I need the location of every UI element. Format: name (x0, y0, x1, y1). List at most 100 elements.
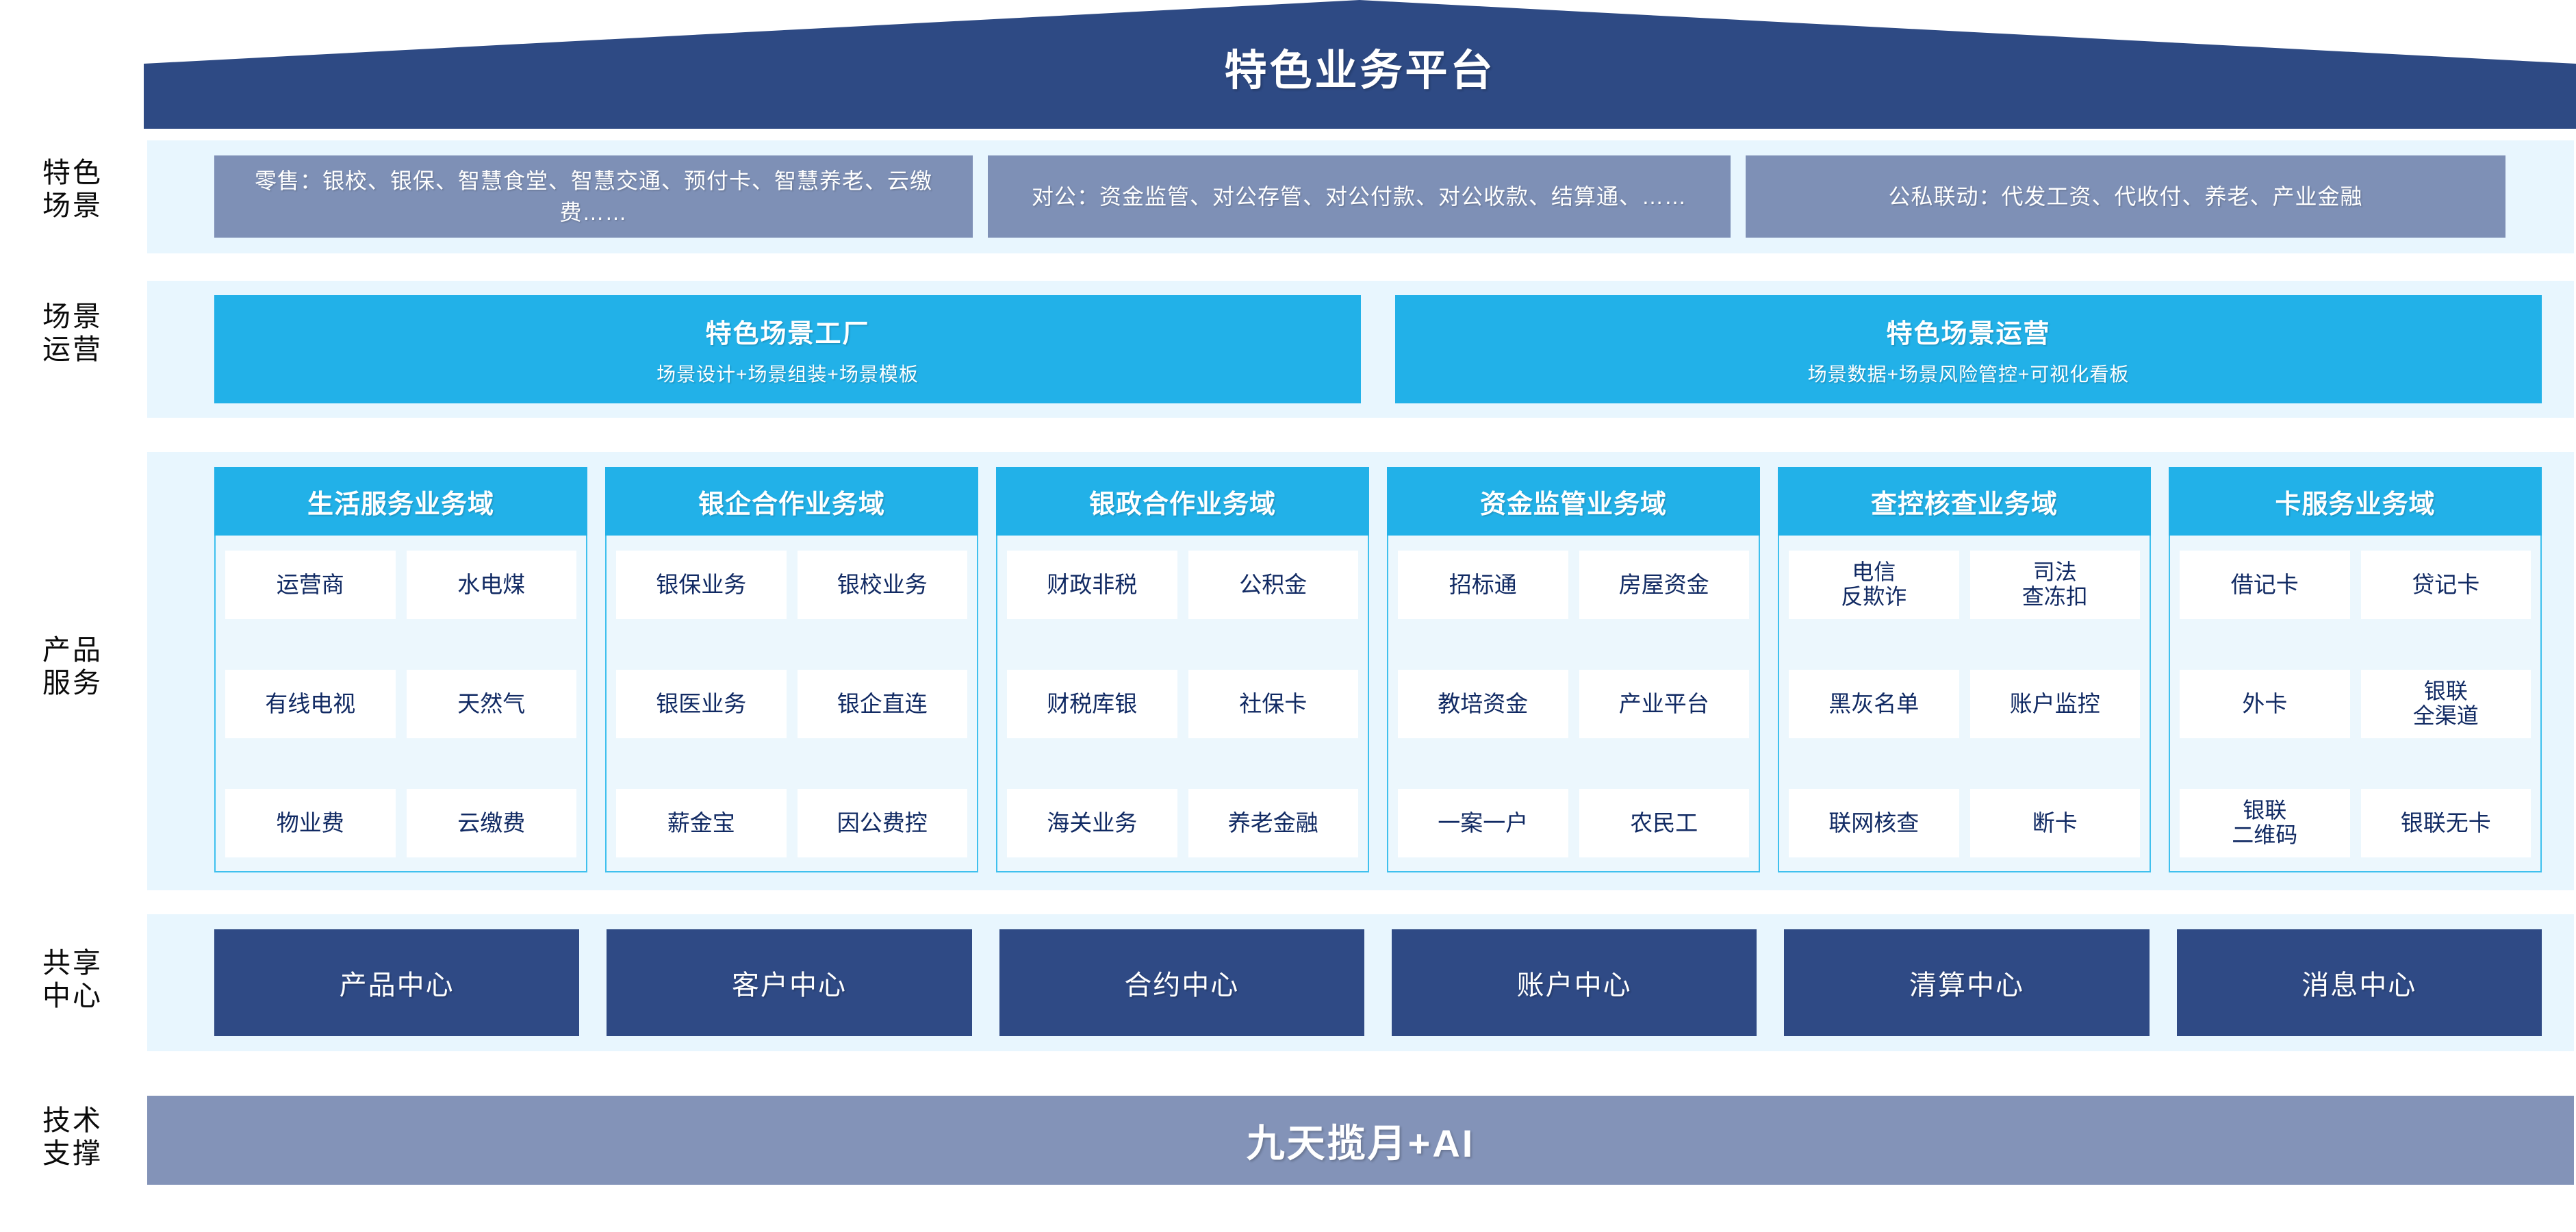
product-column-body: 运营商水电煤有线电视天然气物业费云缴费 (214, 536, 587, 872)
product-tile[interactable]: 因公费控 (797, 789, 967, 857)
product-tile[interactable]: 房屋资金 (1579, 551, 1749, 619)
product-tile[interactable]: 天然气 (406, 670, 576, 738)
product-tile[interactable]: 招标通 (1398, 551, 1568, 619)
roof-shape (144, 0, 2576, 129)
product-row: 借记卡贷记卡 (2180, 551, 2531, 619)
shared-center-box[interactable]: 清算中心 (1784, 929, 2150, 1036)
product-row: 薪金宝因公费控 (616, 789, 967, 857)
operation-box-scene-factory[interactable]: 特色场景工厂 场景设计+场景组装+场景模板 (214, 295, 1361, 403)
product-tile[interactable]: 公积金 (1188, 551, 1358, 619)
product-tile[interactable]: 电信 反欺诈 (1789, 551, 1959, 619)
product-column-title[interactable]: 银企合作业务域 (605, 467, 978, 536)
shared-center-box[interactable]: 账户中心 (1391, 929, 1757, 1036)
shared-center-box[interactable]: 客户中心 (607, 929, 972, 1036)
product-tile[interactable]: 有线电视 (225, 670, 396, 738)
tech-support-bar: 九天揽月+AI (147, 1096, 2574, 1185)
product-column-body: 财政非税公积金财税库银社保卡海关业务养老金融 (996, 536, 1369, 872)
operation-list: 特色场景工厂 场景设计+场景组装+场景模板 特色场景运营 场景数据+场景风险管控… (214, 295, 2542, 403)
product-column: 银政合作业务域财政非税公积金财税库银社保卡海关业务养老金融 (996, 467, 1369, 872)
operation-band: 特色场景工厂 场景设计+场景组装+场景模板 特色场景运营 场景数据+场景风险管控… (147, 281, 2574, 418)
rail-label-shared: 共享 中心 (42, 947, 103, 1012)
operation-title: 特色场景工厂 (705, 319, 870, 349)
scenario-band: 零售：银校、银保、智慧食堂、智慧交通、预付卡、智慧养老、云缴费…… 对公：资金监… (147, 140, 2574, 253)
product-column-body: 银保业务银校业务银医业务银企直连薪金宝因公费控 (605, 536, 978, 872)
product-tile[interactable]: 产业平台 (1579, 670, 1749, 738)
operation-subtitle: 场景设计+场景组装+场景模板 (656, 363, 919, 385)
scenario-box-retail[interactable]: 零售：银校、银保、智慧食堂、智慧交通、预付卡、智慧养老、云缴费…… (214, 155, 973, 238)
product-row: 外卡银联 全渠道 (2180, 670, 2531, 738)
product-tile[interactable]: 银联 全渠道 (2360, 670, 2531, 738)
product-row: 运营商水电煤 (225, 551, 576, 619)
product-row: 财政非税公积金 (1007, 551, 1358, 619)
product-tile[interactable]: 云缴费 (406, 789, 576, 857)
product-column: 银企合作业务域银保业务银校业务银医业务银企直连薪金宝因公费控 (605, 467, 978, 872)
product-tile[interactable]: 养老金融 (1188, 789, 1358, 857)
product-row: 黑灰名单账户监控 (1789, 670, 2140, 738)
product-tile[interactable]: 银联 二维码 (2180, 789, 2350, 857)
product-tile[interactable]: 一案一户 (1398, 789, 1568, 857)
product-column-title[interactable]: 资金监管业务域 (1387, 467, 1760, 536)
product-tile[interactable]: 物业费 (225, 789, 396, 857)
product-row: 银保业务银校业务 (616, 551, 967, 619)
shared-center-band: 产品中心客户中心合约中心账户中心清算中心消息中心 (147, 914, 2574, 1051)
product-row: 有线电视天然气 (225, 670, 576, 738)
scenario-box-corporate[interactable]: 对公：资金监管、对公存管、对公付款、对公收款、结算通、…… (988, 155, 1731, 238)
product-row: 联网核查断卡 (1789, 789, 2140, 857)
product-tile[interactable]: 农民工 (1579, 789, 1749, 857)
product-tile[interactable]: 水电煤 (406, 551, 576, 619)
product-row: 招标通房屋资金 (1398, 551, 1749, 619)
product-column: 查控核查业务域电信 反欺诈司法 查冻扣黑灰名单账户监控联网核查断卡 (1778, 467, 2151, 872)
rail-label-product: 产品 服务 (42, 634, 103, 699)
product-tile[interactable]: 海关业务 (1007, 789, 1177, 857)
product-row: 财税库银社保卡 (1007, 670, 1358, 738)
scenario-box-public-private[interactable]: 公私联动：代发工资、代收付、养老、产业金融 (1746, 155, 2505, 238)
operation-subtitle: 场景数据+场景风险管控+可视化看板 (1807, 363, 2130, 385)
product-column-title[interactable]: 生活服务业务域 (214, 467, 587, 536)
operation-box-scene-operation[interactable]: 特色场景运营 场景数据+场景风险管控+可视化看板 (1395, 295, 2542, 403)
page-title: 特色业务平台 (1224, 47, 1496, 95)
product-tile[interactable]: 账户监控 (1969, 670, 2140, 738)
product-tile[interactable]: 教培资金 (1398, 670, 1568, 738)
product-tile[interactable]: 银医业务 (616, 670, 787, 738)
scenario-list: 零售：银校、银保、智慧食堂、智慧交通、预付卡、智慧养老、云缴费…… 对公：资金监… (214, 155, 2542, 238)
product-tile[interactable]: 社保卡 (1188, 670, 1358, 738)
product-tile[interactable]: 财政非税 (1007, 551, 1177, 619)
product-tile[interactable]: 银保业务 (616, 551, 787, 619)
product-row: 物业费云缴费 (225, 789, 576, 857)
product-row: 教培资金产业平台 (1398, 670, 1749, 738)
shared-center-box[interactable]: 产品中心 (214, 929, 580, 1036)
product-tile[interactable]: 薪金宝 (616, 789, 787, 857)
product-row: 银医业务银企直连 (616, 670, 967, 738)
product-column-body: 招标通房屋资金教培资金产业平台一案一户农民工 (1387, 536, 1760, 872)
product-tile[interactable]: 财税库银 (1007, 670, 1177, 738)
product-tile[interactable]: 司法 查冻扣 (1969, 551, 2140, 619)
product-column-body: 电信 反欺诈司法 查冻扣黑灰名单账户监控联网核查断卡 (1778, 536, 2151, 872)
product-tile[interactable]: 借记卡 (2180, 551, 2350, 619)
tech-support-label: 九天揽月+AI (1246, 1121, 1475, 1165)
rail-label-operation: 场景 运营 (42, 301, 103, 366)
product-tile[interactable]: 联网核查 (1789, 789, 1959, 857)
product-tile[interactable]: 运营商 (225, 551, 396, 619)
product-band: 生活服务业务域运营商水电煤有线电视天然气物业费云缴费银企合作业务域银保业务银校业… (147, 452, 2574, 890)
product-tile[interactable]: 银校业务 (797, 551, 967, 619)
product-column-title[interactable]: 卡服务业务域 (2169, 467, 2542, 536)
rail-label-scenario: 特色 场景 (42, 157, 103, 222)
product-column-title[interactable]: 银政合作业务域 (996, 467, 1369, 536)
product-tile[interactable]: 黑灰名单 (1789, 670, 1959, 738)
shared-center-box[interactable]: 合约中心 (999, 929, 1364, 1036)
product-column-body: 借记卡贷记卡外卡银联 全渠道银联 二维码银联无卡 (2169, 536, 2542, 872)
product-tile[interactable]: 外卡 (2180, 670, 2350, 738)
product-column-title[interactable]: 查控核查业务域 (1778, 467, 2151, 536)
product-row: 海关业务养老金融 (1007, 789, 1358, 857)
shared-center-box[interactable]: 消息中心 (2176, 929, 2542, 1036)
product-tile[interactable]: 银联无卡 (2360, 789, 2531, 857)
product-column: 资金监管业务域招标通房屋资金教培资金产业平台一案一户农民工 (1387, 467, 1760, 872)
product-tile[interactable]: 贷记卡 (2360, 551, 2531, 619)
product-tile[interactable]: 银企直连 (797, 670, 967, 738)
rail-label-tech: 技术 支撑 (42, 1105, 103, 1170)
product-column: 生活服务业务域运营商水电煤有线电视天然气物业费云缴费 (214, 467, 587, 872)
product-column-list: 生活服务业务域运营商水电煤有线电视天然气物业费云缴费银企合作业务域银保业务银校业… (214, 467, 2542, 872)
shared-center-list: 产品中心客户中心合约中心账户中心清算中心消息中心 (214, 929, 2542, 1036)
product-tile[interactable]: 断卡 (1969, 789, 2140, 857)
